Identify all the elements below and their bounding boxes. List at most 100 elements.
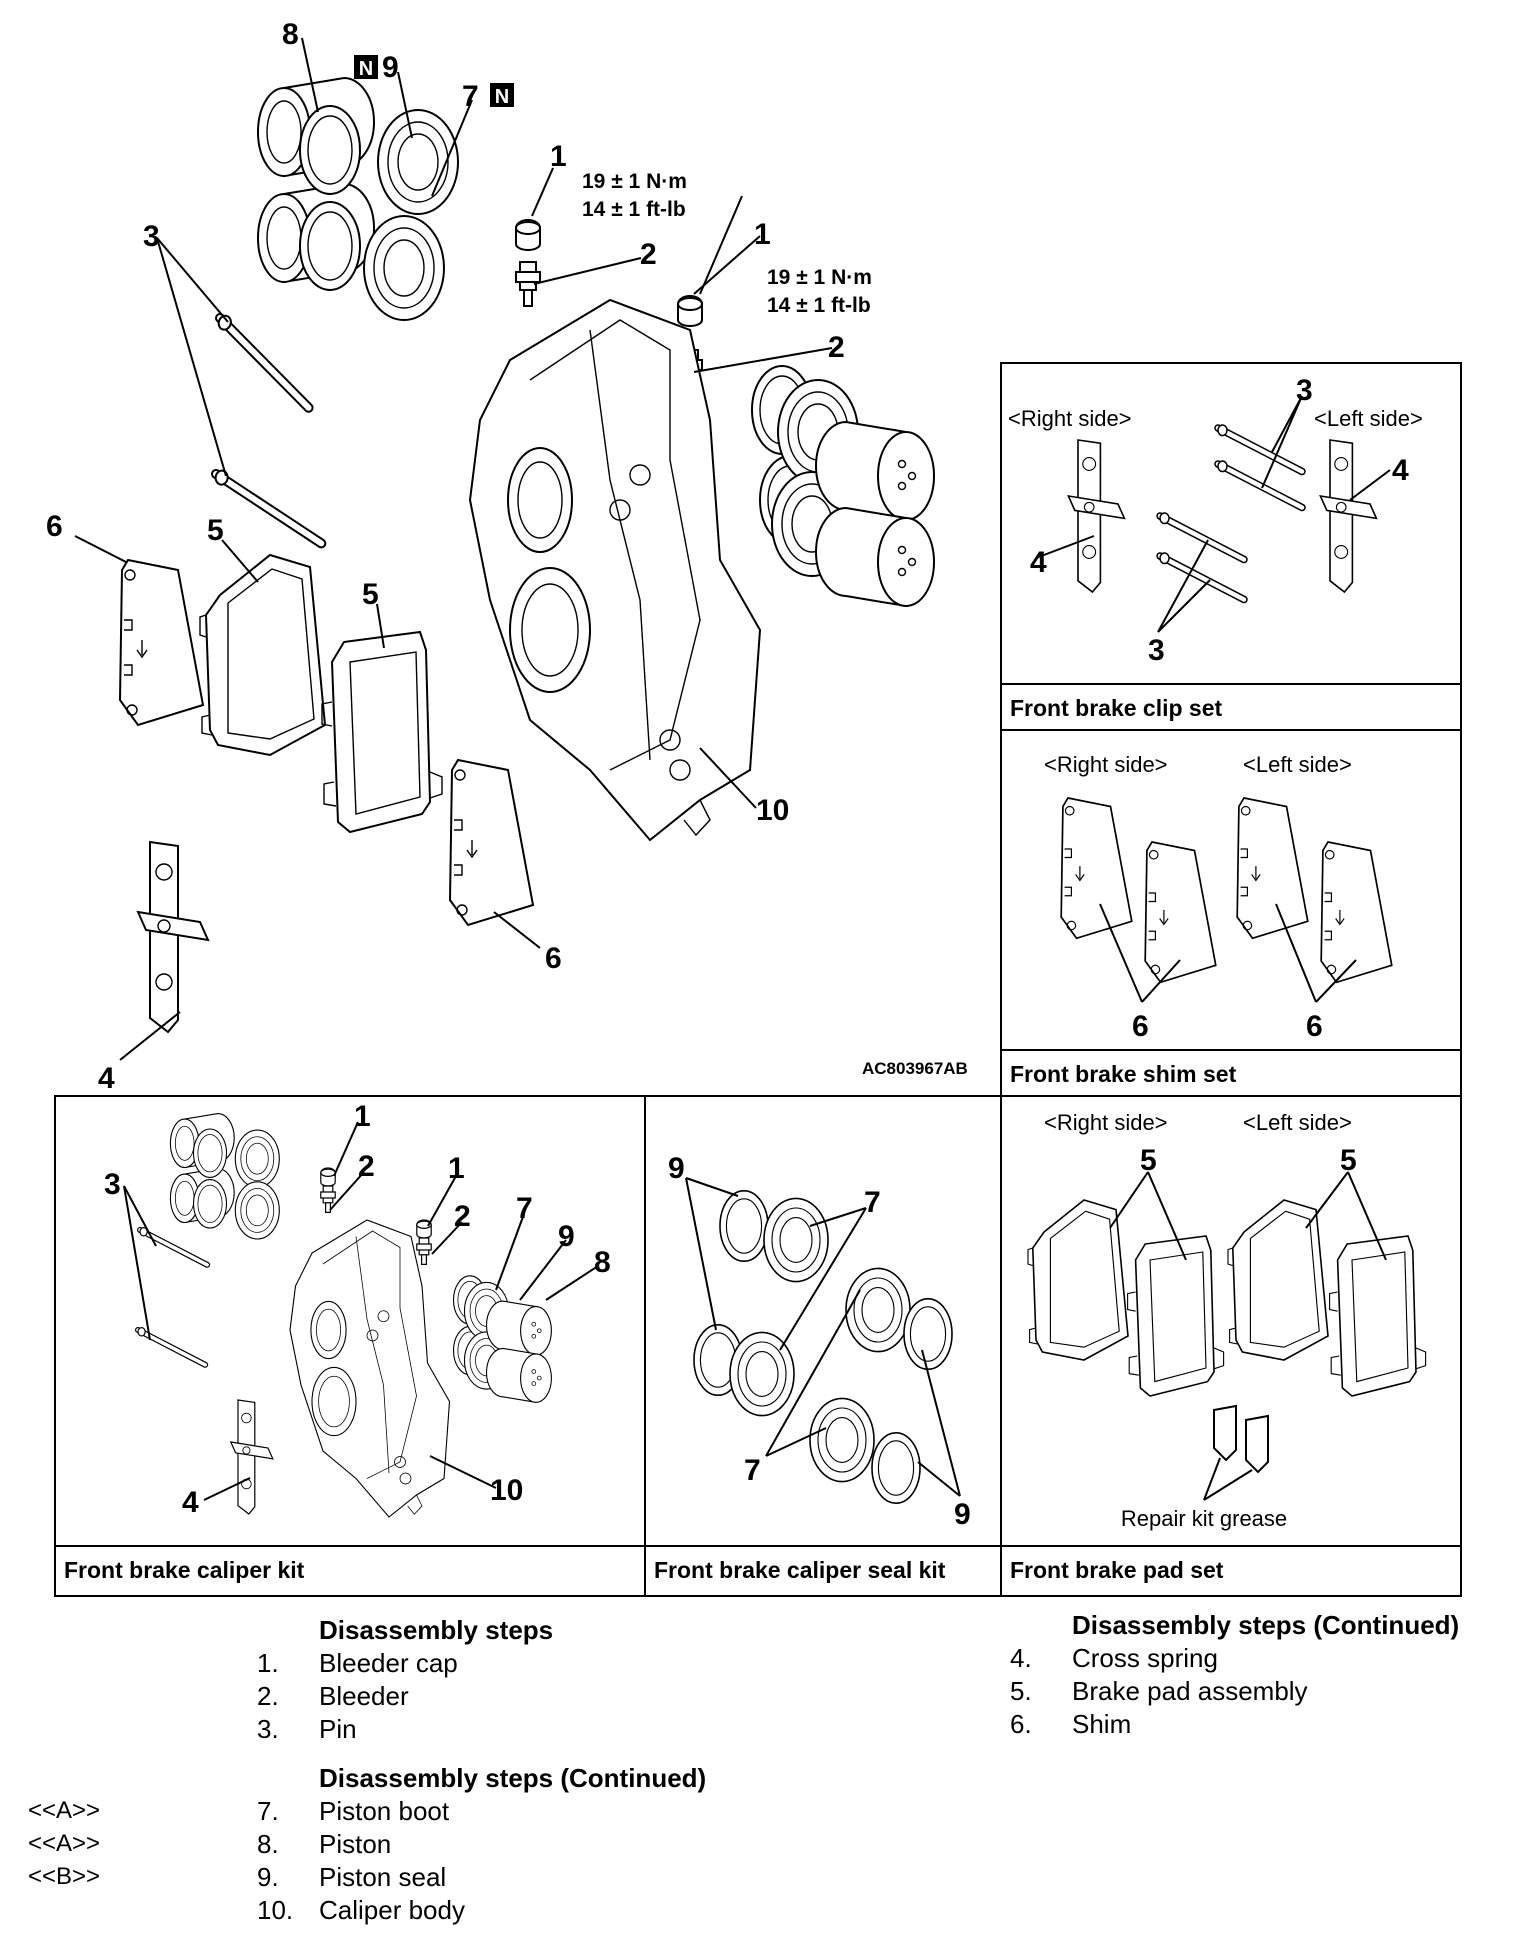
callout-1: 1 <box>354 1100 371 1133</box>
new-part-badge: N <box>359 58 373 80</box>
procedure-tag-a: <<A>> <box>28 1830 101 1857</box>
left-side-label: <Left side> <box>1314 406 1423 431</box>
disassembly-steps-left: Disassembly steps 1. Bleeder cap 2.Bleede… <box>257 1614 553 1746</box>
callout-7: 7 <box>462 80 479 113</box>
callout-2: 2 <box>640 238 657 271</box>
clip-set-caption: Front brake clip set <box>1010 695 1223 721</box>
caliper-kit-inset: 1 2 1 2 3 7 9 8 10 4 Front brake caliper… <box>64 1100 611 1583</box>
callout-5: 5 <box>1340 1144 1357 1177</box>
callout-7: 7 <box>744 1454 761 1487</box>
step-text: Pin <box>319 1714 357 1744</box>
brake-pad-part <box>199 554 443 833</box>
pad-set-caption: Front brake pad set <box>1010 1557 1224 1583</box>
step-number: 2. <box>257 1681 279 1711</box>
callout-3: 3 <box>143 220 160 253</box>
steps-heading-continued: Disassembly steps (Continued) <box>319 1763 707 1793</box>
torque-spec-metric: 19 ± 1 N·m <box>582 170 687 193</box>
procedure-tag-b: <<B>> <box>28 1863 101 1890</box>
step-number: 7. <box>257 1796 279 1826</box>
step-text: Caliper body <box>319 1895 465 1925</box>
seal-kit-caption: Front brake caliper seal kit <box>654 1557 946 1583</box>
torque-spec-metric: 19 ± 1 N·m <box>767 266 872 289</box>
exploded-diagram: N N 8 9 7 1 2 1 2 3 6 5 5 10 6 4 19 ± 1 … <box>46 18 1462 1597</box>
repair-kit-grease-label: Repair kit grease <box>1121 1506 1287 1531</box>
disassembly-steps-right: Disassembly steps (Continued) 4.Cross sp… <box>1010 1609 1459 1741</box>
callout-2: 2 <box>358 1150 375 1183</box>
callout-9: 9 <box>668 1152 685 1185</box>
callout-10: 10 <box>756 794 789 827</box>
callout-2: 2 <box>828 331 845 364</box>
right-side-label: <Right side> <box>1008 406 1132 431</box>
left-side-label: <Left side> <box>1243 1110 1352 1135</box>
callout-2: 2 <box>454 1200 471 1233</box>
torque-spec-imperial: 14 ± 1 ft-lb <box>582 198 686 221</box>
main-exploded-view: N N 8 9 7 1 2 1 2 3 6 5 5 10 6 4 19 ± 1 … <box>46 18 968 1095</box>
procedure-tag-a: <<A>> <box>28 1797 101 1824</box>
step-text: Bleeder cap <box>319 1648 458 1678</box>
callout-6: 6 <box>545 942 562 975</box>
callout-9: 9 <box>558 1220 575 1253</box>
step-row: 5. Brake pad assembly <box>1010 1675 1459 1708</box>
new-part-badge: N <box>495 86 509 108</box>
shim-set-inset: <Right side> <Left side> 6 6 Front brake… <box>1010 752 1393 1087</box>
step-number: 3. <box>257 1714 279 1744</box>
callout-3: 3 <box>104 1168 121 1201</box>
step-row: 3. Pin <box>257 1713 553 1746</box>
steps-heading: Disassembly steps <box>319 1615 554 1645</box>
step-row: 7. Piston boot <box>257 1795 706 1828</box>
callout-9: 9 <box>382 51 399 84</box>
leader-lines <box>74 37 833 1061</box>
step-row: 10. Caliper body <box>257 1894 706 1927</box>
step-row: 1. Bleeder cap <box>257 1647 553 1680</box>
step-row: 2.Bleeder <box>257 1680 553 1713</box>
callout-1: 1 <box>448 1152 465 1185</box>
figure-code: AC803967AB <box>862 1059 968 1078</box>
callout-4: 4 <box>1392 454 1409 487</box>
step-text: Cross spring <box>1072 1643 1218 1673</box>
step-number: 9. <box>257 1862 279 1892</box>
step-row: 6. Shim <box>1010 1708 1459 1741</box>
callout-4: 4 <box>182 1486 199 1519</box>
callout-4: 4 <box>98 1062 115 1095</box>
inset-frames <box>54 362 1462 1597</box>
right-side-label: <Right side> <box>1044 752 1168 777</box>
callout-7: 7 <box>516 1192 533 1225</box>
step-number: 6. <box>1010 1709 1032 1739</box>
right-pistons-part <box>751 365 935 607</box>
step-number: 8. <box>257 1829 279 1859</box>
step-number: 5. <box>1010 1676 1032 1706</box>
shim-part <box>119 559 534 926</box>
step-row: 4.Cross spring <box>1010 1642 1459 1675</box>
pad-set-inset: <Right side> <Left side> 5 5 Repair kit … <box>1010 1110 1427 1583</box>
piston-boot-part <box>363 109 459 321</box>
step-text: Piston <box>319 1829 392 1859</box>
step-row: 9. Piston seal <box>257 1861 706 1894</box>
callout-7: 7 <box>864 1186 881 1219</box>
step-number: 1. <box>257 1648 279 1678</box>
callout-9: 9 <box>954 1498 971 1531</box>
callout-4: 4 <box>1030 546 1047 579</box>
callout-1: 1 <box>754 218 771 251</box>
callout-6: 6 <box>1132 1010 1149 1043</box>
caliper-kit-caption: Front brake caliper kit <box>64 1557 305 1583</box>
callout-1: 1 <box>550 140 567 173</box>
step-text: Piston seal <box>319 1862 447 1892</box>
callout-5: 5 <box>207 514 224 547</box>
disassembly-steps-continued: Disassembly steps (Continued) 7. Piston b… <box>257 1762 706 1927</box>
right-side-label: <Right side> <box>1044 1110 1168 1135</box>
step-number: 10. <box>257 1895 294 1925</box>
step-text: Shim <box>1072 1709 1132 1739</box>
callout-10: 10 <box>490 1474 523 1507</box>
step-text: Brake pad assembly <box>1072 1676 1308 1706</box>
step-row: 8. Piston <box>257 1828 706 1861</box>
step-text: Piston boot <box>319 1796 450 1826</box>
callout-3: 3 <box>1296 374 1313 407</box>
torque-spec-imperial: 14 ± 1 ft-lb <box>767 294 871 317</box>
callout-8: 8 <box>594 1246 611 1279</box>
left-side-label: <Left side> <box>1243 752 1352 777</box>
seal-kit-inset: 9 7 7 9 Front brake caliper seal kit <box>654 1152 971 1583</box>
callout-8: 8 <box>282 18 299 51</box>
callout-5: 5 <box>1140 1144 1157 1177</box>
callout-3: 3 <box>1148 634 1165 667</box>
caliper-body-part <box>469 299 761 841</box>
